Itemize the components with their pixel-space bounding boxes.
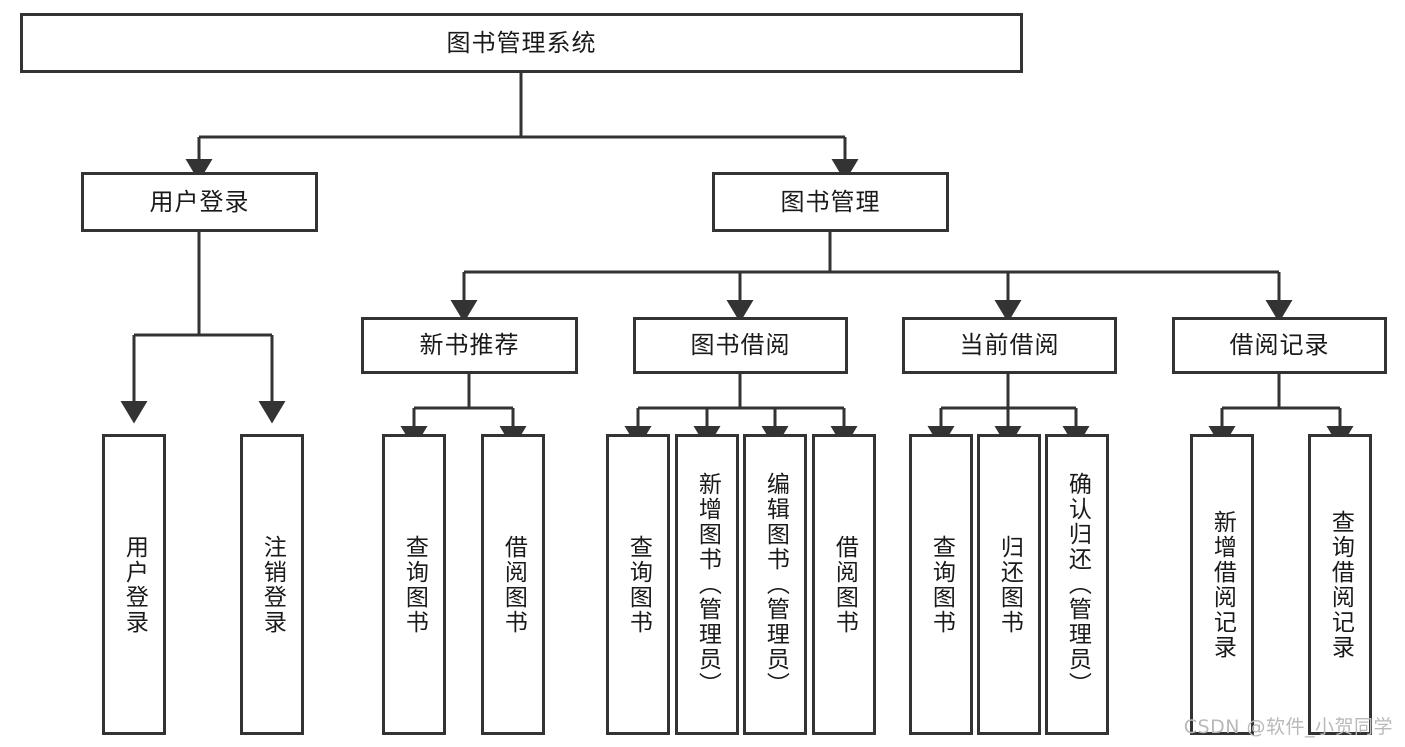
node-label: 归还图书 (996, 534, 1023, 635)
leaf-current-return-book[interactable]: 归还图书 (977, 434, 1041, 735)
leaf-recommend-borrow-book[interactable]: 借阅图书 (481, 434, 545, 735)
leaf-record-add-record[interactable]: 新增借阅记录 (1190, 434, 1254, 735)
node-label: 注销登录 (259, 534, 286, 635)
node-label: 查询图书 (928, 534, 955, 635)
node-label: 查询图书 (625, 534, 652, 635)
node-label: 用户登录 (121, 534, 148, 635)
node-label: 图书借阅 (690, 331, 791, 360)
csdn-watermark: CSDN @软件_小贺同学 (1183, 716, 1393, 738)
leaf-borrow-borrow-book[interactable]: 借阅图书 (812, 434, 876, 735)
node-label: 编辑图书（管理员） (762, 472, 789, 697)
node-label: 图书管理 (780, 187, 881, 216)
leaf-current-confirm-return-admin[interactable]: 确认归还（管理员） (1045, 434, 1109, 735)
node-book-borrow[interactable]: 图书借阅 (633, 317, 848, 374)
node-label: 借阅记录 (1229, 331, 1330, 360)
leaf-borrow-add-book-admin[interactable]: 新增图书（管理员） (675, 434, 739, 735)
node-label: 查询图书 (401, 534, 428, 635)
node-label: 借阅图书 (500, 534, 527, 635)
leaf-user-login-signin[interactable]: 用户登录 (102, 434, 166, 735)
leaf-recommend-query-book[interactable]: 查询图书 (382, 434, 446, 735)
node-label: 新增图书（管理员） (694, 472, 721, 697)
node-root-system[interactable]: 图书管理系统 (20, 13, 1023, 73)
node-label: 借阅图书 (831, 534, 858, 635)
node-label: 确认归还（管理员） (1064, 472, 1091, 697)
leaf-current-query-book[interactable]: 查询图书 (909, 434, 973, 735)
node-label: 图书管理系统 (446, 28, 597, 57)
leaf-user-login-signout[interactable]: 注销登录 (240, 434, 304, 735)
node-label: 新增借阅记录 (1209, 509, 1236, 660)
leaf-borrow-edit-book-admin[interactable]: 编辑图书（管理员） (743, 434, 807, 735)
leaf-borrow-query-book[interactable]: 查询图书 (606, 434, 670, 735)
node-label: 当前借阅 (959, 331, 1060, 360)
node-borrow-record[interactable]: 借阅记录 (1172, 317, 1387, 374)
node-label: 用户登录 (149, 187, 250, 216)
node-current-borrow[interactable]: 当前借阅 (902, 317, 1117, 374)
node-label: 新书推荐 (419, 331, 520, 360)
leaf-record-query-record[interactable]: 查询借阅记录 (1308, 434, 1372, 735)
node-label: 查询借阅记录 (1327, 509, 1354, 660)
node-user-login[interactable]: 用户登录 (81, 172, 318, 232)
node-new-book-recommend[interactable]: 新书推荐 (361, 317, 578, 374)
node-book-management[interactable]: 图书管理 (712, 172, 949, 232)
